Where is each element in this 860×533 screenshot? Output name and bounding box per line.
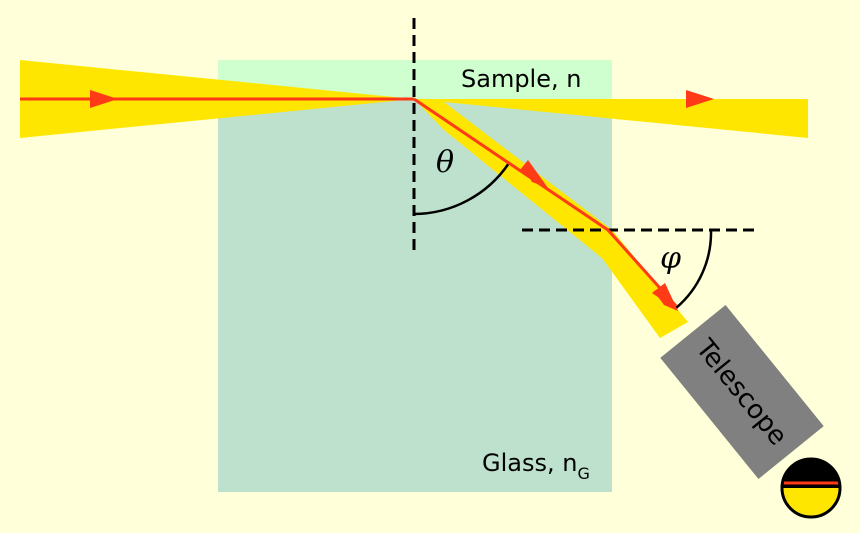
glass-label: Glass, nG	[482, 449, 590, 483]
transmitted-arrow-icon	[686, 90, 714, 108]
sample-label: Sample, n	[461, 65, 581, 93]
refracted-arrowhead	[520, 160, 548, 188]
theta-arc	[413, 162, 511, 216]
transmitted-beam	[414, 99, 808, 138]
incident-arrow-icon	[90, 90, 118, 108]
exit-arrowhead	[652, 283, 678, 311]
refracted-beam	[414, 99, 688, 338]
theta-label: θ	[436, 145, 454, 180]
eye-icon	[780, 457, 842, 519]
telescope: Telescope	[660, 304, 824, 480]
phi-label: φ	[660, 241, 681, 276]
glass-block	[218, 60, 612, 492]
refracted-ray	[413, 97, 678, 308]
phi-arc	[675, 229, 713, 309]
glass-subscript: G	[577, 464, 589, 483]
